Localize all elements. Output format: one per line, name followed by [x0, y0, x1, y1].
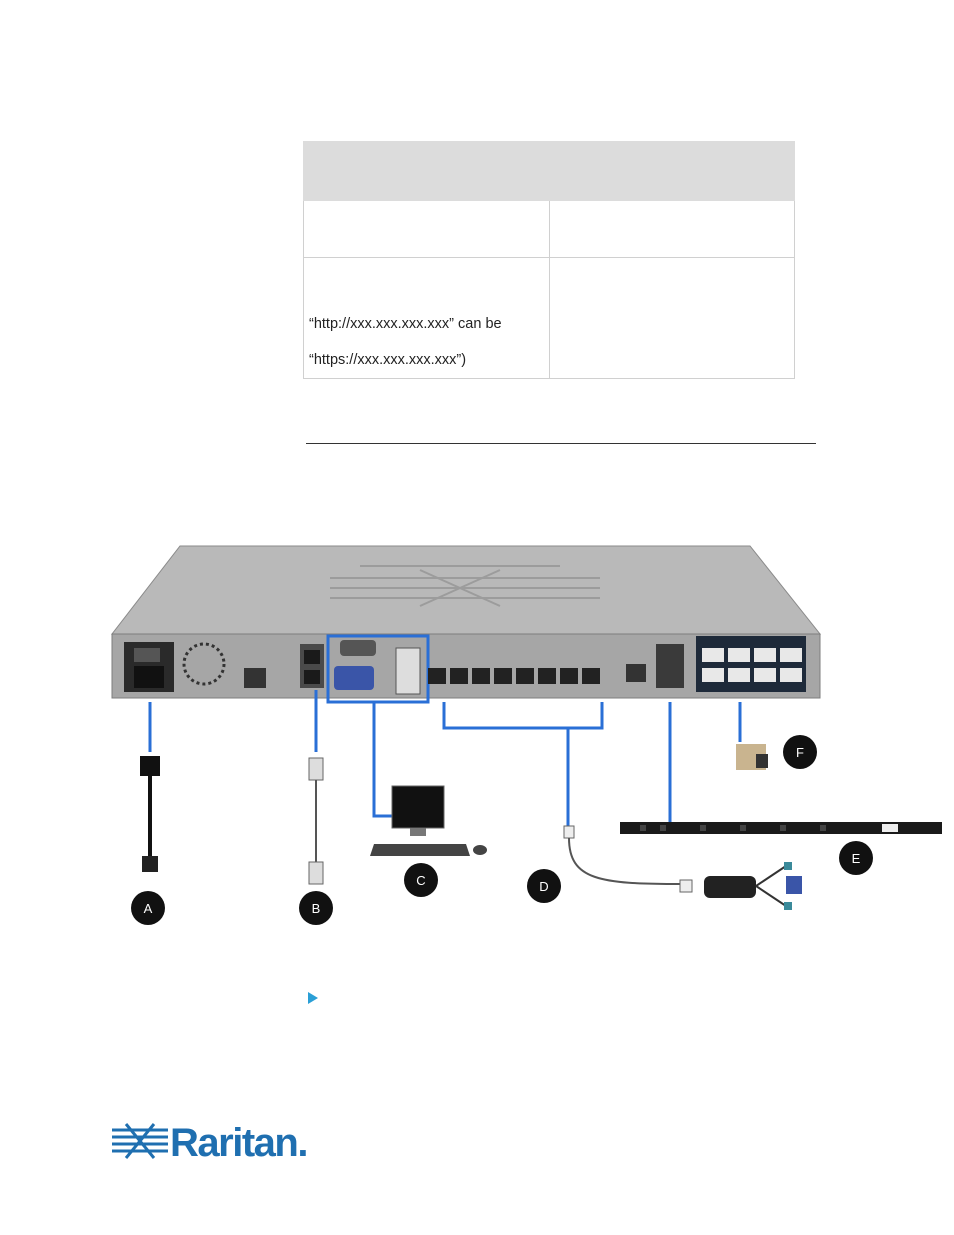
raritan-logo-mark-icon: [112, 1123, 168, 1159]
ethernet-cable: [308, 757, 324, 781]
serial-adapter: [736, 744, 768, 770]
cim-adapter: [563, 825, 802, 910]
section-divider: [306, 443, 816, 444]
callout-B: B: [299, 891, 333, 925]
url-note: “http://xxx.xxx.xxx.xxx” can be “https:/…: [304, 258, 549, 378]
power-control-ports: [656, 644, 684, 688]
info-table: “http://xxx.xxx.xxx.xxx” can be “https:/…: [303, 141, 795, 379]
procedure-arrow-icon: [308, 992, 318, 1004]
callout-F: F: [783, 735, 817, 769]
local-computer-illustration: [370, 785, 487, 856]
svg-text:E: E: [852, 851, 861, 866]
svg-text:A: A: [144, 901, 153, 916]
server-ports: [428, 668, 600, 684]
callout-E: E: [839, 841, 873, 875]
callout-C: C: [404, 863, 438, 897]
connection-lines: [148, 690, 742, 826]
svg-text:D: D: [539, 879, 548, 894]
chassis-logo-lines: [330, 565, 600, 607]
fan-grill: [182, 642, 226, 686]
modem-port: [244, 668, 266, 688]
vga-port: [334, 666, 374, 690]
callout-D: D: [527, 869, 561, 903]
svg-text:C: C: [416, 873, 425, 888]
callout-A: A: [131, 891, 165, 925]
serial-port: [340, 640, 376, 656]
table-cell: [548, 257, 795, 379]
svg-text:B: B: [312, 901, 321, 916]
serial-ports-block: [696, 636, 806, 692]
url-note-line-2: “https://xxx.xxx.xxx.xxx”): [309, 352, 467, 368]
table-row: [303, 200, 795, 258]
analog-port: [626, 664, 646, 682]
table-header-row: [303, 141, 795, 201]
device-connection-diagram: A B C D E F: [110, 545, 942, 925]
table-row: “http://xxx.xxx.xxx.xxx” can be “https:/…: [303, 257, 795, 379]
svg-text:F: F: [796, 745, 804, 760]
usb-ports: [395, 647, 421, 695]
table-cell: [303, 200, 550, 258]
raritan-logo: Raritan.: [112, 1118, 312, 1168]
table-cell: “http://xxx.xxx.xxx.xxx” can be “https:/…: [303, 257, 550, 379]
table-header-cell: [303, 141, 795, 201]
url-note-line-1: “http://xxx.xxx.xxx.xxx” can be: [309, 316, 502, 332]
raritan-logo-text: Raritan.: [170, 1121, 308, 1165]
table-cell: [548, 200, 795, 258]
